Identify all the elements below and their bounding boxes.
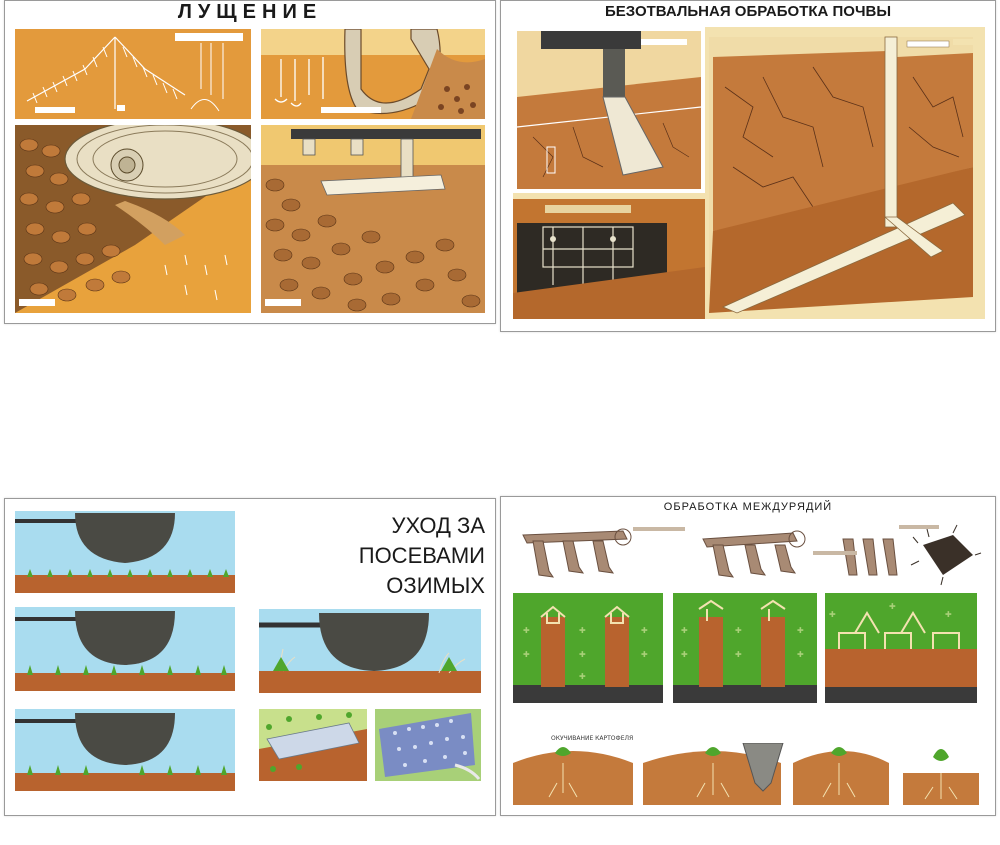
panel-potato-hilling	[513, 743, 979, 805]
rotary-hoe-scene-illustration	[15, 607, 235, 691]
panel-disc-turning-soil	[15, 125, 251, 313]
poster-moldboardless-tillage[interactable]: БЕЗОТВАЛЬНАЯ ОБРАБОТКА ПОЧВЫ	[500, 0, 996, 332]
rotary-hoe-closeup-illustration	[259, 609, 481, 693]
panel-rotary-hoe-3	[15, 709, 235, 791]
svg-text:✚: ✚	[579, 626, 586, 635]
harrow-field-illustration	[259, 709, 367, 781]
poster-title: ЛУЩЕНИЕ	[177, 1, 323, 23]
svg-text:✚: ✚	[735, 650, 742, 659]
svg-text:✚: ✚	[579, 672, 586, 681]
potato-hilling-caption: ОКУЧИВАНИЕ КАРТОФЕЛЯ	[551, 735, 634, 742]
svg-text:✚: ✚	[735, 626, 742, 635]
panel-cultivator-tools	[513, 515, 983, 587]
svg-text:✚: ✚	[523, 626, 530, 635]
row-beds-illustration: ✚ ✚ ✚ ✚ ✚ ✚	[673, 593, 817, 703]
panel-row-beds-1: ✚ ✚ ✚ ✚ ✚ ✚ ✚	[513, 593, 663, 703]
panel-rotary-hoe-2	[15, 607, 235, 691]
panel-harrow-rollers	[375, 709, 481, 781]
panel-row-beds-3: ✚ ✚ ✚	[825, 593, 977, 703]
panel-share-cutting-soil	[261, 125, 485, 313]
subsoil-tine-illustration	[513, 27, 985, 319]
svg-text:✚: ✚	[889, 602, 896, 611]
cut-roots-illustration	[261, 29, 485, 119]
poster-title-line2: ПОСЕВАМИ	[358, 543, 485, 568]
harrow-rollers-illustration	[375, 709, 481, 781]
svg-text:✚: ✚	[523, 650, 530, 659]
poster-title: ОБРАБОТКА МЕЖДУРЯДИЙ	[663, 501, 833, 513]
rotary-hoe-scene-illustration	[15, 511, 235, 593]
panel-subsoil-tine	[513, 27, 985, 319]
panel-row-beds-2: ✚ ✚ ✚ ✚ ✚ ✚	[673, 593, 817, 703]
poster-title-line1: УХОД ЗА	[391, 513, 485, 538]
panel-rotary-hoe-1	[15, 511, 235, 593]
svg-text:✚: ✚	[681, 626, 688, 635]
row-beds-illustration: ✚ ✚ ✚ ✚ ✚ ✚ ✚	[513, 593, 663, 703]
potato-hilling-illustration	[513, 743, 979, 805]
cultivator-tools-illustration	[513, 515, 983, 587]
poster-stubble-disking[interactable]: ЛУЩЕНИЕ	[4, 0, 496, 324]
svg-text:✚: ✚	[641, 650, 648, 659]
poster-winter-crop-care[interactable]: УХОД ЗА ПОСЕВАМИ ОЗИМЫХ	[4, 498, 496, 816]
svg-text:✚: ✚	[579, 650, 586, 659]
share-cutting-soil-illustration	[261, 125, 485, 313]
svg-text:✚: ✚	[797, 626, 804, 635]
poster-title-line3: ОЗИМЫХ	[386, 573, 485, 598]
disk-geometry-illustration	[15, 29, 251, 119]
svg-text:✚: ✚	[641, 626, 648, 635]
poster-inter-row-cultivation[interactable]: ОБРАБОТКА МЕЖДУРЯДИЙ	[500, 496, 996, 816]
svg-text:✚: ✚	[945, 610, 952, 619]
svg-text:✚: ✚	[797, 650, 804, 659]
svg-text:✚: ✚	[829, 610, 836, 619]
svg-text:✚: ✚	[681, 650, 688, 659]
panel-cut-roots	[261, 29, 485, 119]
rotary-hoe-scene-illustration	[15, 709, 235, 791]
panel-harrow-field	[259, 709, 367, 781]
poster-title: БЕЗОТВАЛЬНАЯ ОБРАБОТКА ПОЧВЫ	[604, 3, 892, 20]
panel-disk-geometry	[15, 29, 251, 119]
row-beds-illustration: ✚ ✚ ✚	[825, 593, 977, 703]
panel-rotary-hoe-closeup	[259, 609, 481, 693]
disc-turning-soil-illustration	[15, 125, 251, 313]
